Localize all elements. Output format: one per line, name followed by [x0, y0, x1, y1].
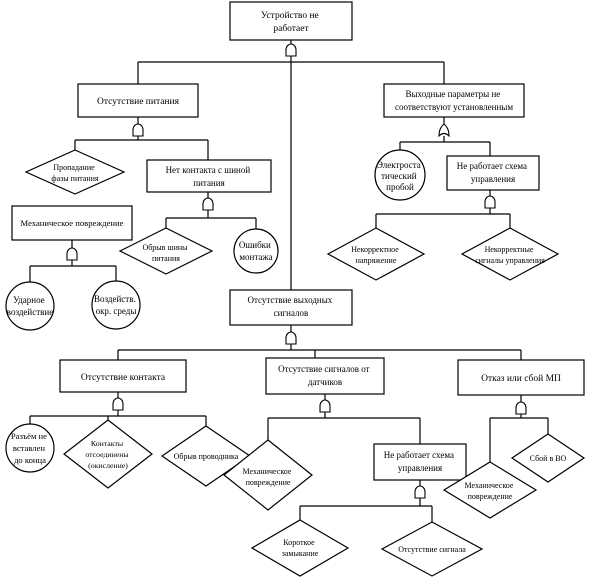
event-output-parameters: Выходные параметры не соответствуют уста… — [383, 83, 525, 118]
svg-text:Нет контакта с шиной п: Нет контакта с шиной питания — [166, 165, 253, 188]
basic-event-esd-breakdown: Электроста тический пробой — [374, 149, 426, 201]
svg-text:Электроста тический: Электроста тический пробой — [377, 160, 423, 192]
and-gate-control-circuit-2 — [414, 485, 426, 499]
svg-text:Отсутствие выходных си: Отсутствие выходных сигналов — [247, 295, 334, 318]
svg-text:Механическое поврежден: Механическое повреждение — [243, 467, 294, 487]
svg-text:Разъём не вставлен: Разъём не вставлен до конца — [11, 431, 49, 465]
svg-text:Пропадание фазы питани: Пропадание фазы питания — [51, 163, 99, 183]
basic-event-environment: Воздейств. окр. среды — [91, 280, 141, 330]
svg-text:Механическое поврежден: Механическое повреждение — [465, 481, 516, 501]
svg-text:Воздейств. окр. среды: Воздейств. окр. среды — [94, 294, 138, 316]
undeveloped-event-contacts-off: Контакты отсоединены (окисление) — [63, 419, 153, 489]
logic-gates — [66, 43, 527, 499]
and-gate-power — [132, 123, 144, 137]
and-gate-mechanical-damage — [66, 247, 78, 261]
basic-event-mount-errors: Ошибки монтажа — [233, 228, 279, 274]
and-gate-output-signals — [285, 331, 297, 345]
event-control-circuit-1: Не работает схема управления — [446, 155, 540, 191]
event-root: Устройство не работает — [229, 1, 353, 41]
basic-event-connector: Разъём не вставлен до конца — [5, 423, 55, 473]
svg-text:Ошибки монтажа: Ошибки монтажа — [239, 240, 273, 262]
undeveloped-event-io-failure: Сбой в ВО — [510, 433, 586, 483]
undeveloped-event-bad-voltage: Некорректное напряжение — [326, 227, 426, 281]
svg-text:Обрыв проводника: Обрыв проводника — [174, 452, 239, 461]
svg-text:Устройство не работает: Устройство не работает — [261, 10, 321, 34]
undeveloped-event-wire-break: Обрыв шины питания — [118, 227, 214, 275]
undeveloped-event-no-signal: Отсутствие сигнала — [380, 521, 484, 577]
event-boxes: Устройство не работает Отсутствие питани… — [11, 1, 585, 481]
svg-text:Сбой в ВО: Сбой в ВО — [530, 454, 567, 463]
svg-text:Не работает схема упра: Не работает схема управления — [457, 161, 529, 184]
and-gate-root — [285, 43, 297, 57]
event-mechanical-damage: Механическое повреждение — [11, 205, 133, 241]
event-no-sensor-signals: Отсутствие сигналов от датчиков — [265, 357, 385, 395]
svg-text:Отсутствие контакта: Отсутствие контакта — [81, 373, 166, 383]
svg-text:Обрыв шины питания: Обрыв шины питания — [142, 243, 189, 263]
and-gate-bus-contact — [202, 197, 214, 211]
basic-event-shock: Ударное воздействие — [5, 281, 55, 331]
svg-text:Некорректные сигналы у: Некорректные сигналы управления — [475, 245, 545, 265]
svg-text:Контакты отсоединены: Контакты отсоединены (окисление) — [85, 439, 130, 470]
svg-text:Отсутствие сигналов от: Отсутствие сигналов от датчиков — [278, 364, 372, 387]
undeveloped-event-bad-control-signals: Некорректные сигналы управления — [460, 227, 560, 281]
and-gate-contact — [112, 397, 124, 411]
event-no-bus-contact: Нет контакта с шиной питания — [146, 159, 272, 193]
svg-text:Отказ или сбой МП: Отказ или сбой МП — [481, 373, 561, 384]
event-no-contact: Отсутствие контакта — [59, 359, 187, 393]
event-no-power: Отсутствие питания — [77, 83, 199, 118]
svg-text:Отсутствие питания: Отсутствие питания — [97, 97, 180, 107]
svg-text:Отсутствие сигнала: Отсутствие сигнала — [398, 545, 466, 554]
undeveloped-event-mp-mech-damage: Механическое повреждение — [442, 461, 538, 519]
and-gate-sensors — [319, 399, 331, 413]
undeveloped-event-sensor-mech-damage: Механическое повреждение — [223, 439, 313, 511]
svg-text:Ударное воздействие: Ударное воздействие — [7, 295, 53, 317]
event-control-circuit-2: Не работает схема управления — [373, 443, 467, 481]
basic-events: Ударное воздействие Воздейств. окр. сред… — [5, 149, 426, 473]
undeveloped-event-short-circuit: Короткое замыкание — [250, 519, 350, 577]
and-gate-control-circuit-1 — [484, 195, 496, 209]
svg-text:Некорректное напряжени: Некорректное напряжение — [351, 245, 401, 265]
svg-text:Короткое замыкание: Короткое замыкание — [282, 538, 319, 558]
and-gate-mp — [515, 401, 527, 415]
or-gate-output-parameters — [438, 123, 450, 138]
undeveloped-events: Пропадание фазы питания Обрыв шины питан… — [24, 149, 586, 577]
undeveloped-event-conductor-break: Обрыв проводника — [160, 425, 252, 487]
event-mp-failure: Отказ или сбой МП — [457, 359, 585, 396]
svg-text:Выходные параметры не: Выходные параметры не соответствуют уста… — [395, 89, 513, 112]
svg-text:Механическое повреждение: Механическое повреждение — [21, 218, 124, 228]
undeveloped-event-power-loss: Пропадание фазы питания — [24, 149, 126, 195]
connector-lines — [29, 40, 549, 522]
event-no-output-signals: Отсутствие выходных сигналов — [229, 289, 353, 326]
svg-text:Не работает схема упра: Не работает схема управления — [384, 450, 456, 473]
